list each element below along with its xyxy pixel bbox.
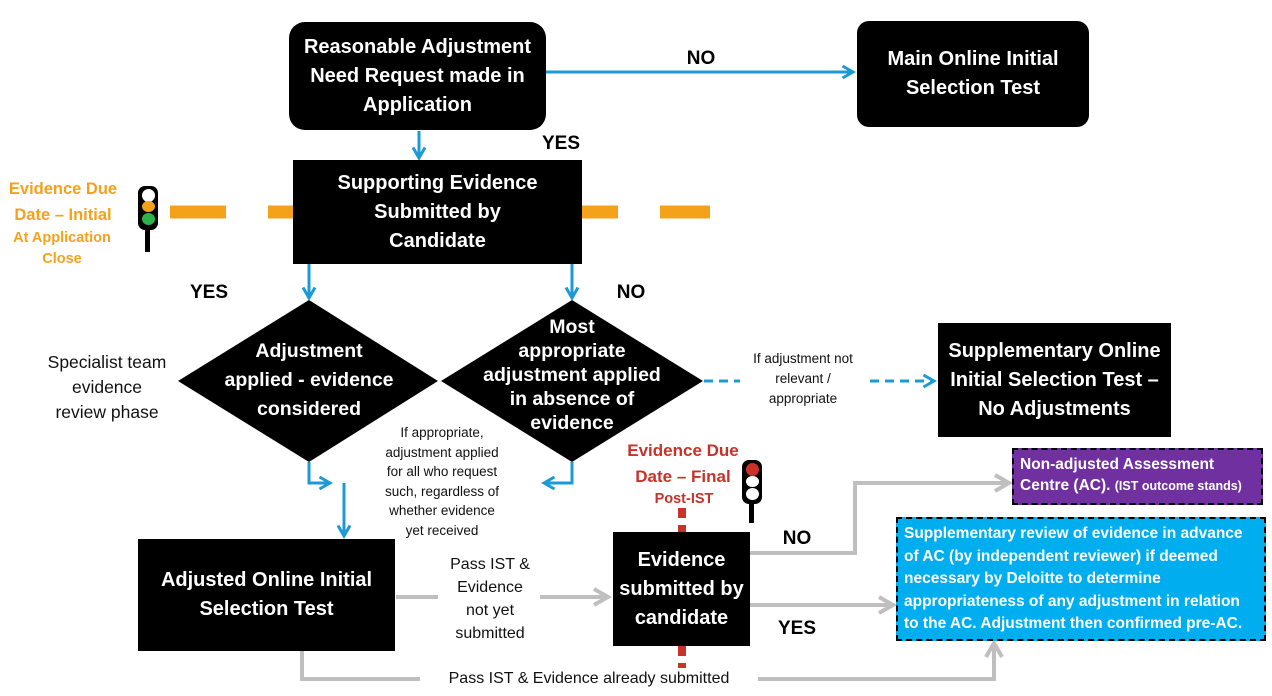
deadline-final-title: Evidence Due Date – Final bbox=[627, 441, 739, 486]
arrow-left-diamond-merge bbox=[307, 462, 334, 491]
non-adjusted-ac-text: Non-adjusted Assessment Centre (AC). bbox=[1020, 456, 1215, 494]
label-if-appropriate: If appropriate, adjustment applied for a… bbox=[384, 425, 500, 538]
request-box: Reasonable Adjustment Need Request made … bbox=[289, 22, 546, 130]
adjusted-ist-text: Adjusted Online Initial Selection Test bbox=[160, 569, 373, 620]
diamond-adjustment-applied bbox=[178, 300, 438, 462]
label-pass-already: Pass IST & Evidence already submitted bbox=[448, 670, 730, 687]
deadline-final-sub: Post-IST bbox=[654, 491, 714, 507]
supp-no-adjustments-box: Supplementary Online Initial Selection T… bbox=[938, 323, 1171, 437]
label-yes-right: YES bbox=[777, 618, 817, 639]
deadline-initial-sub: At Application Close bbox=[13, 230, 111, 267]
label-pass-not-yet: Pass IST & Evidence not yet submitted bbox=[450, 556, 530, 642]
diamond-right-text: Most appropriate adjustment applied in a… bbox=[483, 316, 661, 434]
arrow-adjusted-bottom-a bbox=[300, 651, 420, 681]
label-no-top: NO bbox=[686, 48, 716, 69]
diamond-left-text: Adjustment applied - evidence considered bbox=[224, 340, 394, 420]
adjusted-ist-box: Adjusted Online Initial Selection Test bbox=[138, 539, 395, 651]
arrow-evidence-no-to-ac bbox=[750, 473, 1014, 555]
non-adjusted-ac-box: Non-adjusted Assessment Centre (AC). (IS… bbox=[1012, 448, 1263, 505]
main-ist-text: Main Online Initial Selection Test bbox=[887, 48, 1059, 99]
supp-no-adjustments-text: Supplementary Online Initial Selection T… bbox=[948, 339, 1161, 420]
evidence-submitted-text: Evidence submitted by candidate bbox=[619, 548, 744, 629]
supporting-evidence-text: Supporting Evidence Submitted by Candida… bbox=[337, 171, 538, 252]
non-adjusted-ac-note: (IST outcome stands) bbox=[1114, 479, 1242, 493]
supp-review-box: Supplementary review of evidence in adva… bbox=[896, 517, 1266, 641]
label-no-mid: NO bbox=[616, 282, 646, 303]
supp-review-text: Supplementary review of evidence in adva… bbox=[904, 525, 1243, 632]
label-yes-left: YES bbox=[189, 282, 229, 303]
label-specialist: Specialist team evidence review phase bbox=[47, 352, 167, 422]
diamond-most-appropriate bbox=[441, 300, 703, 462]
main-ist-box: Main Online Initial Selection Test bbox=[857, 21, 1089, 127]
label-no-right: NO bbox=[782, 528, 812, 549]
label-yes-top: YES bbox=[541, 133, 581, 154]
arrow-adjusted-bottom-b bbox=[758, 638, 1004, 681]
label-if-not-relevant: If adjustment not relevant / appropriate bbox=[753, 351, 853, 406]
arrow-right-diamond-merge bbox=[540, 462, 574, 491]
evidence-submitted-box: Evidence submitted by candidate bbox=[613, 532, 750, 646]
supporting-evidence-box: Supporting Evidence Submitted by Candida… bbox=[293, 160, 582, 264]
deadline-initial-title: Evidence Due Date – Initial bbox=[8, 180, 118, 224]
request-text: Reasonable Adjustment Need Request made … bbox=[303, 35, 532, 116]
